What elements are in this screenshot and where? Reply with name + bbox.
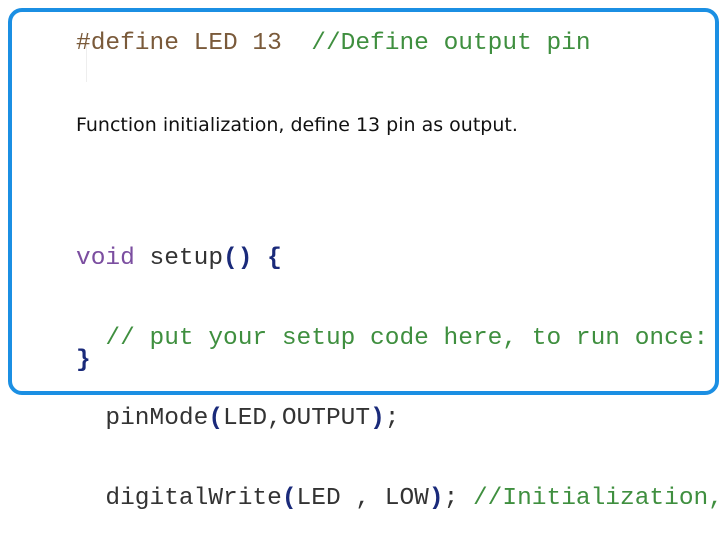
pinmode-line: pinMode(LED,OUTPUT); [76, 405, 400, 432]
description-text: Function initialization, define 13 pin a… [76, 114, 518, 136]
pinmode-args: LED,OUTPUT [223, 405, 371, 432]
semicolon: ; [443, 485, 459, 512]
close-brace: } [76, 347, 91, 374]
semicolon: ; [384, 405, 400, 432]
digitalwrite-args: LED , LOW [296, 485, 429, 512]
define-line: #define LED 13 //Define output pin [76, 31, 591, 57]
define-comment: //Define output pin [311, 30, 591, 57]
pinmode-call: pinMode [76, 405, 209, 432]
setup-signature: void setup() { [76, 246, 723, 272]
gutter-divider [86, 32, 87, 82]
code-card [8, 8, 719, 395]
setup-function: void setup() { // put your setup code he… [76, 192, 723, 539]
init-comment: //Initialization, [458, 485, 723, 512]
digitalwrite-line: digitalWrite(LED , LOW); //Initializatio… [76, 485, 723, 512]
void-keyword: void [76, 245, 135, 272]
setup-comment: // put your setup code here, to run once… [76, 325, 709, 352]
open-brace: { [252, 245, 282, 272]
parens: () [223, 245, 253, 272]
define-directive: #define LED 13 [76, 30, 282, 57]
digitalwrite-call: digitalWrite [76, 485, 282, 512]
function-name: setup [134, 245, 224, 272]
